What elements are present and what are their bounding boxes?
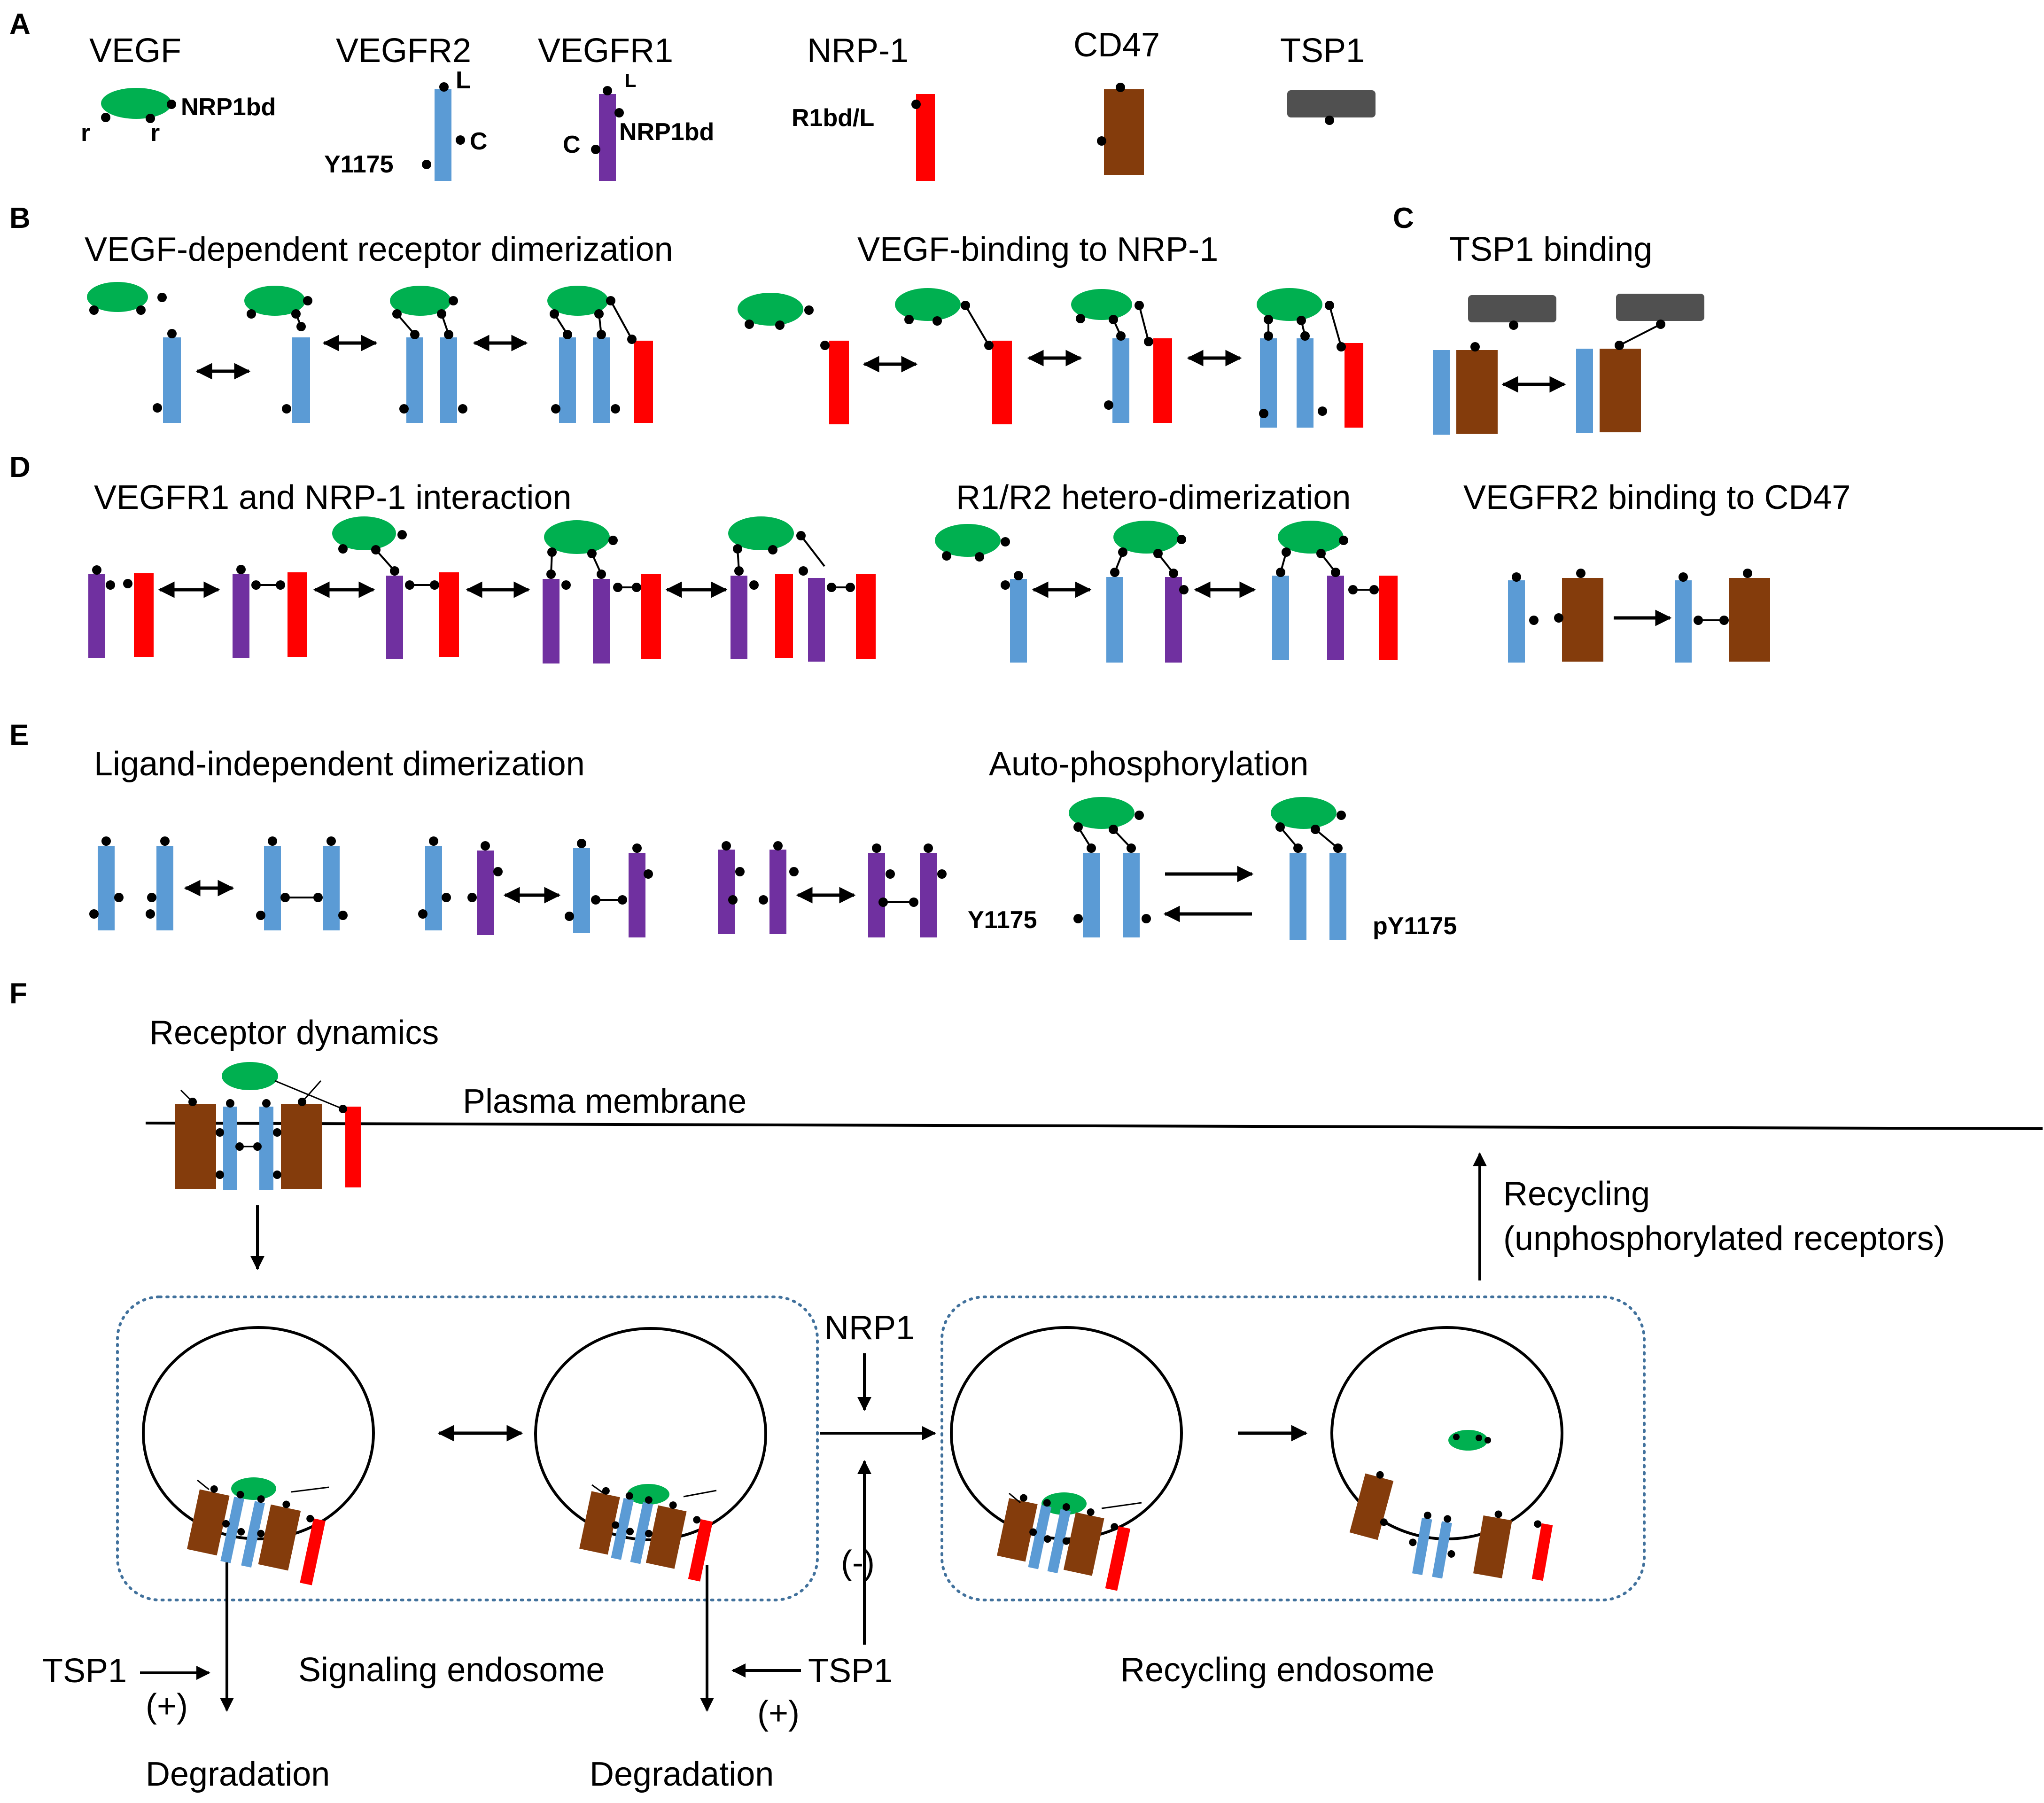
recycling-endosome-1 <box>950 1326 1183 1591</box>
vegfr2-site-y1175 <box>422 160 431 169</box>
vegfr1-site-nrp1bd <box>614 108 624 117</box>
panel-d-title-cd47: VEGFR2 binding to CD47 <box>1463 479 1850 516</box>
r1-r2-heterodimer-scheme <box>935 521 1398 663</box>
panel-c-letter: C <box>1393 202 1414 234</box>
vegf-shape <box>101 88 171 119</box>
recycling-endosome-box <box>940 1296 1646 1601</box>
panel-a: A VEGF r r NRP1bd VEGFR2 L C Y1175 VEGFR… <box>9 8 1376 181</box>
vegfr2-label: VEGFR2 <box>336 32 471 70</box>
panel-d-letter: D <box>9 451 31 484</box>
tsp1-inhibit-label: (-) <box>841 1544 875 1582</box>
cd47-label: CD47 <box>1073 26 1160 64</box>
panel-b-letter: B <box>9 202 31 234</box>
vegf-site-r1-label: r <box>81 119 90 147</box>
vegf-dimerization-scheme <box>87 282 653 423</box>
panel-b-title-dimerization: VEGF-dependent receptor dimerization <box>85 231 673 268</box>
recycling-endosome-2 <box>1330 1326 1563 1581</box>
tsp1-left-label: TSP1 <box>42 1652 127 1690</box>
panel-e-title-ligand-independent: Ligand-independent dimerization <box>94 745 585 783</box>
panel-c-title: TSP1 binding <box>1449 231 1652 268</box>
vegf-site-r2 <box>146 114 155 123</box>
vegfr1-label: VEGFR1 <box>538 32 673 70</box>
vegfr2-legend: VEGFR2 L C Y1175 <box>324 32 488 181</box>
degradation-left-label: Degradation <box>146 1756 330 1793</box>
vegfr2-site-y1175-label: Y1175 <box>324 151 394 178</box>
panel-e: E Ligand-independent dimerization Auto-p… <box>9 719 1457 940</box>
y1175-label: Y1175 <box>968 906 1037 934</box>
vegfr2-shape <box>435 89 451 181</box>
vegfr1-site-l-label: L <box>625 70 636 91</box>
nrp1-label: NRP-1 <box>807 32 909 70</box>
recycling-label: Recycling <box>1503 1175 1650 1213</box>
panel-c: C TSP1 binding <box>1393 202 1704 435</box>
vegfr2-site-c <box>456 135 465 145</box>
vegf-label: VEGF <box>89 32 181 70</box>
autophosphorylation-scheme: Y1175 pY1175 <box>968 797 1457 940</box>
panel-d: D VEGFR1 and NRP-1 interaction R1/R2 het… <box>9 451 1850 663</box>
signaling-endosome-1 <box>142 1326 375 1585</box>
nrp1-legend: NRP-1 R1bd/L <box>792 32 935 181</box>
panel-d-title-r1-nrp1: VEGFR1 and NRP-1 interaction <box>94 479 571 516</box>
panel-f: F Receptor dynamics Plasma membrane Recy… <box>9 977 2043 1793</box>
tsp1-label: TSP1 <box>1280 32 1365 70</box>
vegfr1-legend: VEGFR1 L C NRP1bd <box>538 32 714 181</box>
tsp1-right-label: TSP1 <box>808 1652 893 1690</box>
r1-nrp1-scheme <box>88 516 876 663</box>
vegfr2-site-l-label: L <box>456 67 471 94</box>
plasma-membrane-label: Plasma membrane <box>463 1083 746 1120</box>
panel-f-title: Receptor dynamics <box>149 1014 439 1052</box>
ligand-independent-scheme <box>89 836 947 937</box>
vegf-site-nrp1bd-label: NRP1bd <box>181 94 276 121</box>
vegfr1-site-nrp1bd-label: NRP1bd <box>619 118 714 146</box>
vegf-site-r2-label: r <box>150 119 160 147</box>
panel-a-letter: A <box>9 8 31 40</box>
panel-b-title-nrp1-binding: VEGF-binding to NRP-1 <box>857 231 1218 268</box>
nrp1-shape <box>916 94 935 181</box>
vegf-site-nrp1bd <box>167 100 176 109</box>
vegfr1-site-c-label: C <box>563 131 581 158</box>
panel-e-title-autophosphorylation: Auto-phosphorylation <box>989 745 1308 783</box>
py1175-label: pY1175 <box>1373 913 1457 940</box>
vegfr2-site-l <box>439 82 449 92</box>
vegfr2-cd47-scheme <box>1508 569 1770 663</box>
vegfr2-site-c-label: C <box>470 128 488 155</box>
vegf-site-r1 <box>101 113 110 122</box>
panel-f-letter: F <box>9 977 27 1010</box>
signaling-endosome-label: Signaling endosome <box>298 1651 605 1689</box>
vegfr1-site-l <box>603 86 612 95</box>
degradation-right-label: Degradation <box>590 1756 774 1793</box>
promote-left-label: (+) <box>146 1687 188 1725</box>
tsp1-legend: TSP1 <box>1280 32 1376 125</box>
promote-right-label: (+) <box>757 1694 800 1732</box>
nrp1-regulator-label: NRP1 <box>824 1309 915 1347</box>
tsp1-shape <box>1287 90 1376 117</box>
cd47-site-side <box>1097 136 1106 146</box>
panel-d-title-heterodimer: R1/R2 hetero-dimerization <box>956 479 1351 516</box>
recycling-sublabel: (unphosphorylated receptors) <box>1503 1220 1945 1257</box>
vegfr1-shape <box>599 94 616 181</box>
membrane-receptor-complex <box>175 1062 361 1190</box>
recycling-endosome-label: Recycling endosome <box>1120 1651 1434 1689</box>
vegf-nrp1-binding-scheme <box>738 288 1363 428</box>
cd47-shape <box>1104 89 1144 175</box>
signaling-endosome-box <box>116 1296 819 1601</box>
tsp1-site <box>1325 116 1334 125</box>
panel-b: B VEGF-dependent receptor dimerization V… <box>9 202 1363 428</box>
cd47-site-top <box>1116 83 1125 92</box>
vegfr1-site-c <box>591 145 600 154</box>
nrp1-site-label: R1bd/L <box>792 104 874 132</box>
signaling-endosome-2 <box>534 1327 767 1582</box>
cd47-legend: CD47 <box>1073 26 1160 175</box>
nrp1-site-r1bd <box>911 100 921 109</box>
panel-e-letter: E <box>9 719 29 751</box>
plasma-membrane-line <box>145 1122 2043 1130</box>
tsp1-binding-scheme <box>1433 294 1704 435</box>
vegf-legend: VEGF r r NRP1bd <box>81 32 276 147</box>
